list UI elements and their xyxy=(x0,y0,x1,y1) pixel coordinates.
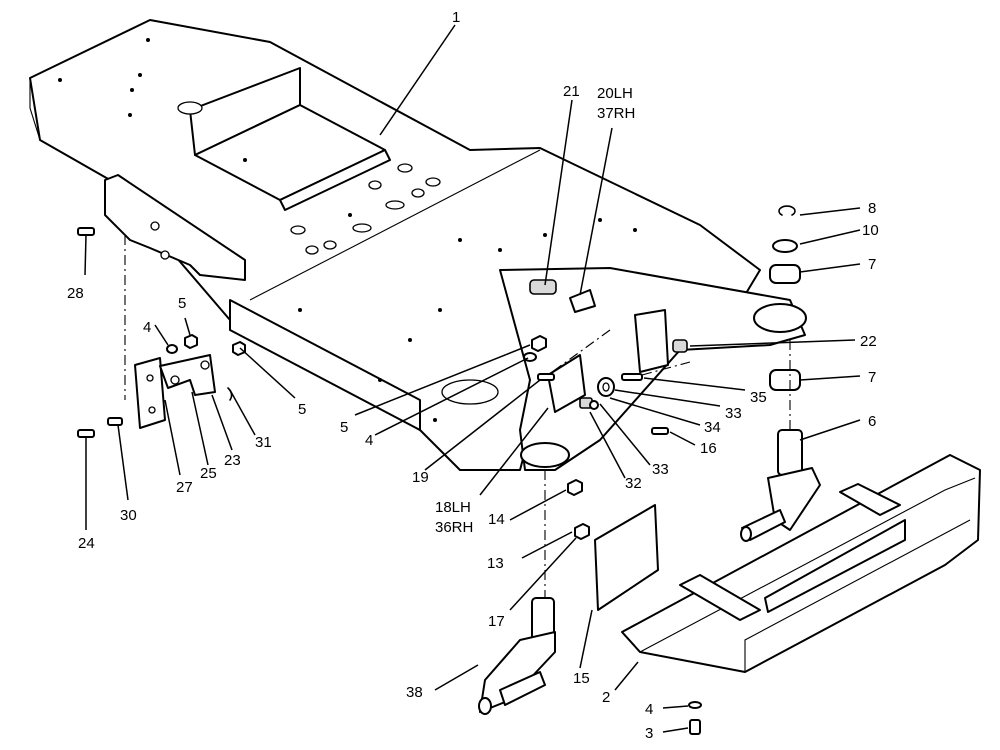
center-lines xyxy=(124,235,791,598)
callout-17: 17 xyxy=(488,613,505,630)
callout-4-center: 4 xyxy=(365,432,373,449)
callout-33-lower: 33 xyxy=(652,461,669,478)
callout-20lh: 20LH xyxy=(597,85,633,102)
callout-18lh: 18LH xyxy=(435,499,471,516)
callout-10: 10 xyxy=(862,222,879,239)
callout-28: 28 xyxy=(67,285,84,302)
callout-27: 27 xyxy=(176,479,193,496)
callout-5-right: 5 xyxy=(298,401,306,418)
callout-22: 22 xyxy=(860,333,877,350)
callout-5-top: 5 xyxy=(178,295,186,312)
leader-lines xyxy=(84,24,861,733)
callout-23: 23 xyxy=(224,452,241,469)
callout-14: 14 xyxy=(488,511,505,528)
callout-32: 32 xyxy=(625,475,642,492)
callout-16: 16 xyxy=(700,440,717,457)
callout-7-lower: 7 xyxy=(868,369,876,386)
side-shield xyxy=(594,504,659,611)
callout-8: 8 xyxy=(868,200,876,217)
callout-labels: 1 21 20LH 37RH 8 10 7 22 7 35 33 34 6 16… xyxy=(67,9,879,742)
callout-24: 24 xyxy=(78,535,95,552)
callout-1: 1 xyxy=(452,9,460,26)
callout-6: 6 xyxy=(868,413,876,430)
front-bumper xyxy=(621,454,981,673)
callout-30: 30 xyxy=(120,507,137,524)
callout-4-bottom: 4 xyxy=(645,701,653,718)
callout-31: 31 xyxy=(255,434,272,451)
callout-7-upper: 7 xyxy=(868,256,876,273)
axle-pivot-beam xyxy=(499,267,807,471)
callout-4-left: 4 xyxy=(143,319,151,336)
right-spindle xyxy=(740,429,821,542)
callout-21: 21 xyxy=(563,83,580,100)
callout-38: 38 xyxy=(406,684,423,701)
callout-36rh: 36RH xyxy=(435,519,473,536)
callout-33-upper: 33 xyxy=(725,405,742,422)
callout-13: 13 xyxy=(487,555,504,572)
callout-5-center: 5 xyxy=(340,419,348,436)
left-hinge-bracket xyxy=(104,174,246,429)
callout-2: 2 xyxy=(602,689,610,706)
callout-19: 19 xyxy=(412,469,429,486)
left-spindle xyxy=(478,597,556,715)
callout-15: 15 xyxy=(573,670,590,687)
callout-37rh: 37RH xyxy=(597,105,635,122)
main-frame xyxy=(29,19,761,471)
callout-35: 35 xyxy=(750,389,767,406)
callout-3: 3 xyxy=(645,725,653,742)
callout-34: 34 xyxy=(704,419,721,436)
callout-25: 25 xyxy=(200,465,217,482)
